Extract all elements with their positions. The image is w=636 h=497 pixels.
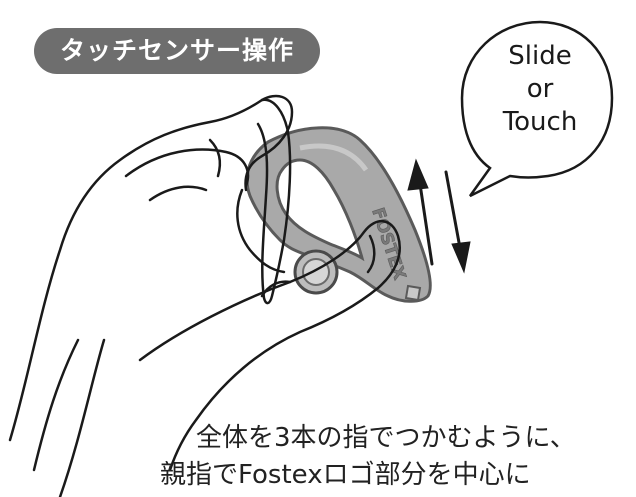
- finger-tip-left: [236, 188, 286, 274]
- arrow-down-head: [451, 241, 471, 274]
- hand-drawing: [8, 94, 401, 497]
- earpiece-inner-highlight: [299, 143, 369, 172]
- arrow-up-head: [407, 158, 429, 191]
- instruction-caption: 全体を3本の指でつかむように、 親指でFostexロゴ部分を中心に: [160, 420, 636, 494]
- thumb-nail: [366, 234, 376, 274]
- ring-finger: [148, 185, 208, 202]
- bubble-line-or: or: [526, 74, 554, 104]
- bubble-line-slide: Slide: [508, 41, 572, 71]
- thumb: [138, 220, 401, 472]
- knuckle-crease: [208, 138, 222, 178]
- earpiece-tab: [404, 284, 422, 302]
- speech-bubble-text: Slide or Touch: [478, 40, 602, 139]
- bubble-line-touch: Touch: [502, 107, 578, 137]
- wrist-line: [58, 338, 106, 497]
- index-finger: [256, 98, 292, 305]
- thumb-crease: [260, 280, 292, 298]
- middle-finger: [124, 148, 250, 188]
- earpiece-button-inner: [302, 258, 330, 286]
- title-badge: タッチセンサー操作: [34, 28, 320, 74]
- caption-line-1: 全体を3本の指でつかむように、: [196, 423, 576, 453]
- earpiece: FOSTEX: [245, 126, 432, 303]
- speech-bubble: [460, 20, 614, 198]
- palm-line: [32, 338, 80, 472]
- slide-arrows: [407, 158, 471, 274]
- caption-line-2: 親指でFostexロゴ部分を中心に: [160, 460, 531, 490]
- arrow-up-shaft: [418, 182, 434, 266]
- hand-outline: [8, 94, 294, 442]
- arrow-down-shaft: [444, 170, 462, 250]
